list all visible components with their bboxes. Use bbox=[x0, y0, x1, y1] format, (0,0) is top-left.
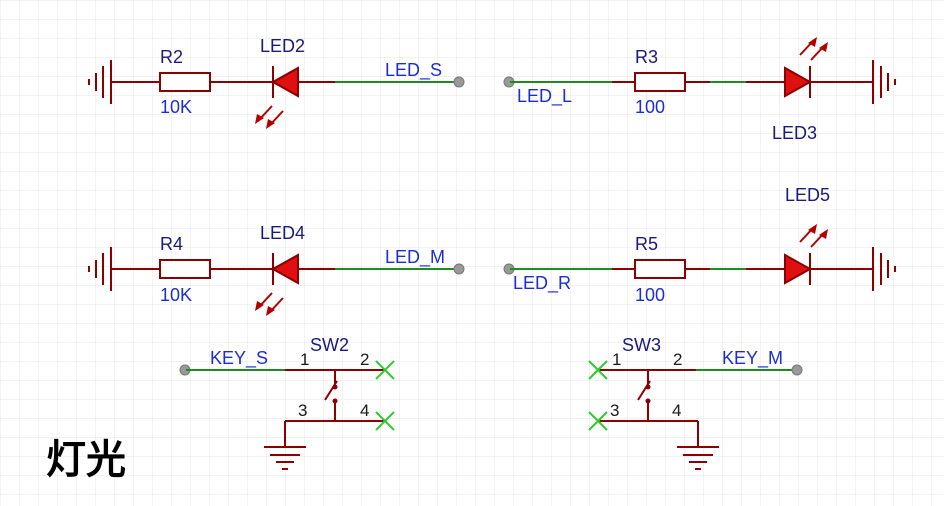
pin-label: 3 bbox=[298, 401, 307, 420]
value-r3: 100 bbox=[635, 97, 665, 117]
ref-sw2: SW2 bbox=[310, 335, 349, 355]
net-port-key-m[interactable] bbox=[791, 364, 803, 376]
value-r2: 10K bbox=[160, 97, 192, 117]
pin-label: 1 bbox=[300, 350, 309, 369]
value-r4: 10K bbox=[160, 285, 192, 305]
ref-r5: R5 bbox=[635, 234, 658, 254]
no-connect-marker bbox=[375, 411, 395, 431]
pin-label: 3 bbox=[610, 401, 619, 420]
circuit-led3: LED_L R3 100 LED3 bbox=[503, 37, 896, 143]
resistor-r3[interactable] bbox=[634, 72, 686, 92]
no-connect-marker bbox=[588, 411, 608, 431]
ref-led4: LED4 bbox=[260, 223, 305, 243]
led-led4[interactable] bbox=[255, 253, 299, 316]
net-port-led-m[interactable] bbox=[453, 263, 465, 275]
pin-label: 4 bbox=[672, 401, 681, 420]
pin-label: 2 bbox=[673, 350, 682, 369]
resistor-r4[interactable] bbox=[159, 259, 211, 279]
ref-r4: R4 bbox=[160, 234, 183, 254]
led-led5[interactable] bbox=[784, 224, 828, 285]
no-connect-marker bbox=[375, 360, 395, 380]
ref-led5: LED5 bbox=[785, 185, 830, 205]
ground-symbol bbox=[677, 446, 719, 470]
net-port-led-s[interactable] bbox=[453, 76, 465, 88]
ref-r2: R2 bbox=[160, 47, 183, 67]
ground-symbol bbox=[872, 247, 896, 291]
switch-sw2: KEY_S SW2 1 2 3 4 bbox=[179, 335, 395, 470]
ref-led3: LED3 bbox=[772, 123, 817, 143]
ground-symbol bbox=[872, 60, 896, 104]
net-label-key-s: KEY_S bbox=[210, 348, 268, 369]
net-label-led-m: LED_M bbox=[385, 247, 445, 268]
switch-sw3: SW3 1 2 3 4 KEY_M bbox=[588, 335, 803, 470]
sheet-title: 灯光 bbox=[46, 437, 126, 483]
net-label-led-r: LED_R bbox=[513, 273, 571, 294]
ref-sw3: SW3 bbox=[622, 335, 661, 355]
value-r5: 100 bbox=[635, 285, 665, 305]
pin-label: 1 bbox=[612, 350, 621, 369]
circuit-led4: R4 10K LED4 LED_M bbox=[88, 223, 465, 316]
net-label-led-l: LED_L bbox=[517, 86, 572, 107]
pin-label: 2 bbox=[360, 350, 369, 369]
net-label-key-m: KEY_M bbox=[722, 348, 783, 369]
resistor-r5[interactable] bbox=[634, 259, 686, 279]
resistor-r2[interactable] bbox=[159, 72, 211, 92]
net-label-led-s: LED_S bbox=[385, 60, 442, 81]
ground-symbol bbox=[88, 247, 112, 291]
ref-led2: LED2 bbox=[260, 36, 305, 56]
ref-r3: R3 bbox=[635, 47, 658, 67]
ground-symbol bbox=[264, 446, 306, 470]
circuit-led2: R2 10K LED2 LED_S bbox=[88, 36, 465, 129]
pin-label: 4 bbox=[360, 401, 369, 420]
no-connect-marker bbox=[588, 360, 608, 380]
circuit-led5: LED_R R5 100 LED5 bbox=[503, 185, 896, 305]
